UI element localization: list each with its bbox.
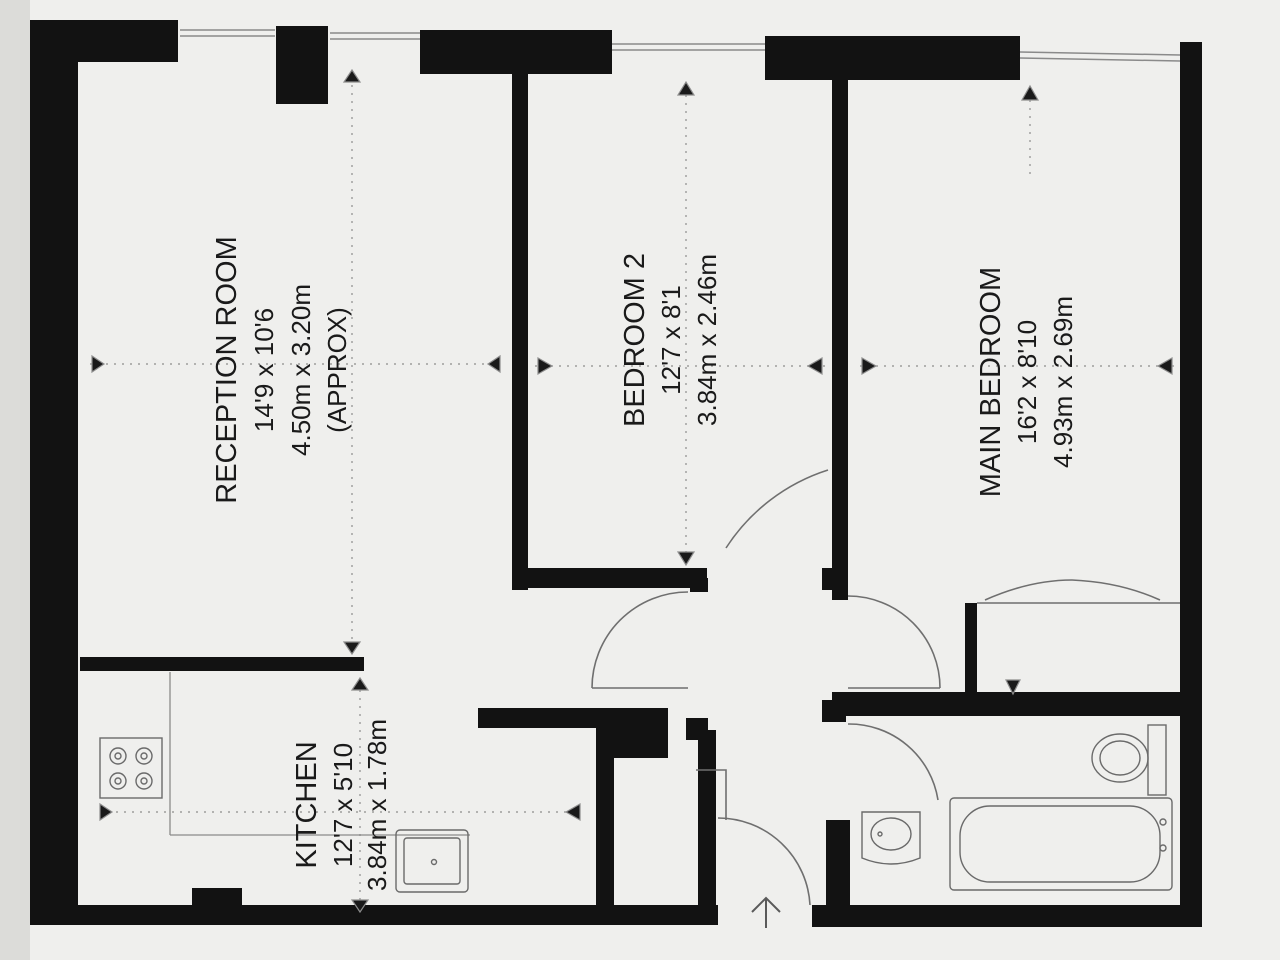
main-bedroom-label: MAIN BEDROOM 16'2 x 8'10 4.93m x 2.69m bbox=[975, 267, 1078, 497]
bedroom-2-label: BEDROOM 2 12'7 x 8'1 3.84m x 2.46m bbox=[619, 253, 722, 427]
toilet-icon bbox=[1091, 724, 1167, 796]
bedroom-2-imperial: 12'7 x 8'1 bbox=[656, 285, 686, 395]
kitchen-imperial: 12'7 x 5'10 bbox=[328, 743, 358, 867]
reception-room-metric: 4.50m x 3.20m bbox=[286, 284, 316, 456]
main-bedroom-imperial: 16'2 x 8'10 bbox=[1012, 320, 1042, 444]
kitchen-sink-icon bbox=[395, 829, 469, 893]
entrance-arrow-icon bbox=[751, 896, 781, 928]
reception-room-approx: (APPROX) bbox=[322, 307, 352, 433]
windows bbox=[180, 29, 1181, 62]
reception-room-name: RECEPTION ROOM bbox=[211, 236, 243, 503]
hob-icon bbox=[99, 737, 163, 799]
reception-room-imperial: 14'9 x 10'6 bbox=[249, 308, 279, 432]
dimension-lines bbox=[90, 68, 1175, 914]
door-swings bbox=[591, 469, 1180, 906]
reception-room-label: RECEPTION ROOM 14'9 x 10'6 4.50m x 3.20m… bbox=[211, 236, 352, 503]
bedroom-2-name: BEDROOM 2 bbox=[619, 253, 651, 427]
main-bedroom-name: MAIN BEDROOM bbox=[975, 267, 1007, 497]
walls bbox=[30, 20, 1202, 927]
kitchen-metric: 3.84m x 1.78m bbox=[362, 719, 392, 891]
bedroom-2-metric: 3.84m x 2.46m bbox=[692, 254, 722, 426]
basin-icon bbox=[861, 811, 921, 865]
bath-icon bbox=[949, 797, 1173, 891]
main-bedroom-metric: 4.93m x 2.69m bbox=[1048, 296, 1078, 468]
kitchen-name: KITCHEN bbox=[291, 741, 323, 868]
kitchen-worktop bbox=[169, 672, 470, 836]
kitchen-label: KITCHEN 12'7 x 5'10 3.84m x 1.78m bbox=[291, 719, 392, 891]
